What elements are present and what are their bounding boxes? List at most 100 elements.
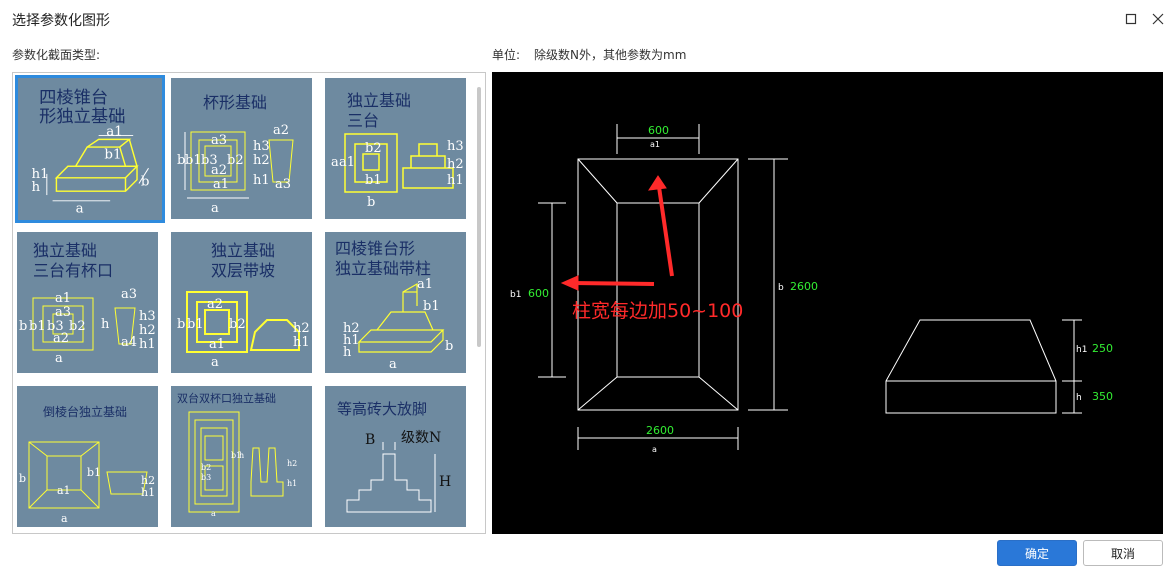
annotation-arrow-up: [656, 179, 674, 277]
units-prefix: 单位:: [492, 48, 521, 62]
tile-9-line1: 等高砖大放脚: [337, 400, 427, 418]
window-title: 选择参数化图形: [12, 13, 110, 29]
plan-top-dim-name: a1: [650, 140, 660, 149]
svg-text:a1: a1: [57, 484, 71, 497]
tile-2-line1: 杯形基础: [203, 93, 267, 112]
svg-text:a4: a4: [121, 335, 137, 350]
svg-text:h1: h1: [293, 335, 310, 350]
gallery-scrollthumb[interactable]: [477, 87, 481, 347]
svg-text:b1: b1: [365, 173, 382, 188]
svg-text:b: b: [367, 195, 375, 210]
tile-6-line1: 四棱锥台形: [335, 239, 415, 258]
tile-9-h-label: H: [439, 474, 451, 490]
svg-text:b2: b2: [365, 141, 382, 156]
close-icon[interactable]: [1146, 7, 1170, 31]
maximize-icon[interactable]: [1119, 7, 1143, 31]
svg-text:a1: a1: [339, 155, 355, 170]
elev-h-name: h: [1076, 393, 1082, 403]
svg-text:h1: h1: [343, 333, 360, 348]
svg-text:b: b: [177, 317, 185, 332]
elev-h1-name: h1: [1076, 345, 1087, 355]
annotation-arrow-left: [571, 281, 655, 286]
elev-h1-value: 250: [1092, 342, 1113, 355]
tile-4-line2: 三台有杯口: [33, 261, 113, 280]
svg-text:b: b: [177, 153, 185, 168]
svg-text:a: a: [211, 355, 219, 370]
svg-text:a: a: [331, 155, 339, 170]
plan-bottom-dim-value: 2600: [646, 424, 674, 437]
svg-text:b2: b2: [229, 317, 246, 332]
svg-text:b: b: [19, 472, 26, 485]
gallery-item-9[interactable]: 等高砖大放脚 B 级数N H: [321, 381, 467, 527]
svg-text:h2: h2: [139, 323, 156, 338]
tile-9[interactable]: 等高砖大放脚 B 级数N H: [325, 386, 466, 527]
svg-text:a3: a3: [211, 133, 227, 148]
tile-6-line2: 独立基础带柱: [335, 259, 431, 278]
svg-text:b1: b1: [187, 317, 204, 332]
svg-text:a1: a1: [417, 277, 433, 292]
tile-9-n-label: 级数N: [401, 430, 441, 446]
svg-text:a: a: [55, 351, 63, 366]
svg-text:h2: h2: [287, 459, 297, 468]
tile-5-line2: 双层带坡: [211, 261, 275, 280]
shape-gallery[interactable]: 四棱锥台 形独立基础 a1 b1 h: [12, 72, 486, 534]
svg-text:b1: b1: [87, 466, 101, 479]
cancel-button[interactable]: 取消: [1083, 540, 1163, 566]
svg-text:b3: b3: [201, 473, 211, 482]
gallery-scrollbar[interactable]: [475, 75, 483, 347]
svg-text:h1: h1: [253, 173, 270, 188]
svg-text:h2: h2: [253, 153, 270, 168]
ok-button[interactable]: 确定: [997, 540, 1077, 566]
svg-text:b3: b3: [201, 153, 218, 168]
svg-text:a1: a1: [106, 125, 123, 140]
svg-text:b: b: [19, 319, 27, 334]
tile-1-line1: 四棱锥台: [39, 88, 108, 108]
svg-text:a3: a3: [121, 287, 137, 302]
elevation-shape: [885, 319, 1057, 414]
preview-canvas: 600 a1 2600 a b1 600 b 2600 h1 250 h 350…: [492, 72, 1163, 534]
svg-text:b1: b1: [423, 299, 440, 314]
svg-text:b2: b2: [69, 319, 86, 334]
svg-text:b1: b1: [29, 319, 46, 334]
svg-text:b1: b1: [104, 148, 121, 163]
tile-9-b-label: B: [365, 432, 375, 448]
svg-text:h2: h2: [447, 157, 464, 172]
plan-inner-rect: [616, 202, 700, 378]
svg-text:h3: h3: [253, 139, 270, 154]
svg-text:a: a: [389, 357, 397, 372]
tile-1-line2: 形独立基础: [39, 107, 125, 127]
svg-text:h1: h1: [141, 486, 155, 499]
plan-right-dim-value: 2600: [790, 280, 818, 293]
title-bar: 选择参数化图形: [0, 0, 1175, 38]
svg-text:h3: h3: [447, 139, 464, 154]
svg-text:a1: a1: [213, 177, 229, 192]
svg-text:a2: a2: [53, 331, 69, 346]
svg-text:h3: h3: [139, 309, 156, 324]
svg-text:h2: h2: [343, 321, 360, 336]
svg-text:h1: h1: [287, 479, 297, 488]
plan-bottom-dim-name: a: [652, 445, 657, 454]
svg-text:h: h: [101, 317, 110, 332]
svg-text:a3: a3: [55, 305, 71, 320]
plan-left-dim-name: b1: [510, 290, 521, 300]
svg-text:b2: b2: [201, 463, 211, 472]
tile-3-line2: 三台: [347, 111, 379, 130]
annotation-text: 柱宽每边加50~100: [572, 300, 743, 322]
units-text: 除级数N外，其他参数为mm: [534, 48, 687, 62]
